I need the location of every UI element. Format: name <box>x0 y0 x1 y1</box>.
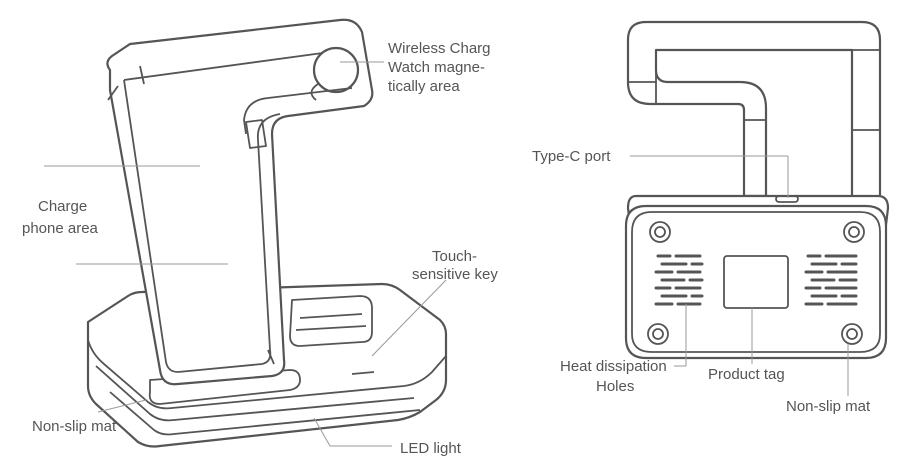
label-product-tag: Product tag <box>708 366 785 383</box>
rubber-foot-tr <box>843 221 865 243</box>
label-touch-line1: Touch- <box>432 248 478 265</box>
rubber-foot-br <box>841 323 863 345</box>
vent-holes-right <box>804 254 858 306</box>
vent-holes-left <box>654 254 704 306</box>
label-heat-line1: Heat dissipation <box>560 358 667 375</box>
bottom-plate <box>624 204 888 360</box>
phone-panel <box>106 18 374 386</box>
label-typec-port: Type-C port <box>532 148 611 165</box>
label-led-light: LED light <box>400 440 461 457</box>
label-charge-line2: phone area <box>22 220 98 237</box>
label-wireless-line3: tically area <box>388 78 460 95</box>
label-charge-line1: Charge <box>38 198 88 215</box>
rubber-foot-tl <box>649 221 671 243</box>
label-nonslip-left: Non-slip mat <box>32 418 117 435</box>
label-heat-line2: Holes <box>596 378 635 395</box>
left-leader-lines <box>44 61 447 447</box>
product-tag-rect <box>723 255 789 309</box>
watch-charging-disk <box>312 46 360 94</box>
label-wireless-line2: Watch magne- <box>388 59 485 76</box>
label-nonslip-right: Non-slip mat <box>786 398 871 415</box>
label-touch-line2: sensitive key <box>412 266 498 283</box>
typec-port-shape <box>775 195 799 203</box>
right-leader-lines <box>630 155 849 396</box>
rear-view-stand <box>624 20 890 360</box>
label-wireless-line1: Wireless Charg <box>388 40 491 57</box>
base-recess <box>289 295 373 347</box>
front-view-stand <box>86 18 448 448</box>
rubber-foot-bl <box>647 323 669 345</box>
rear-arm <box>626 20 882 208</box>
